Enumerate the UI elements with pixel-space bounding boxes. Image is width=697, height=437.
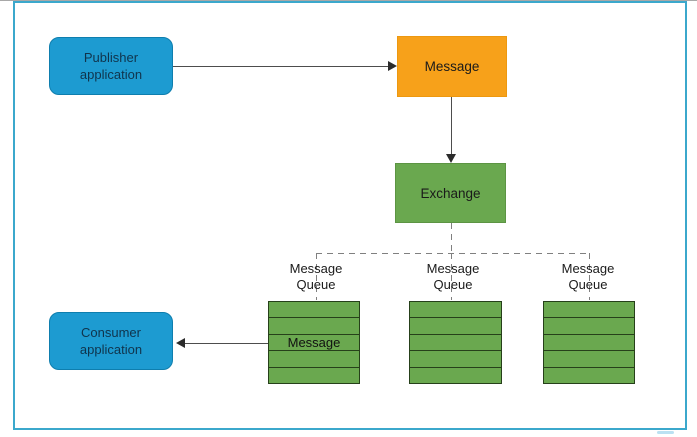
message-node: Message <box>397 36 507 97</box>
queue-slot <box>410 302 501 319</box>
publisher-application-node: Publisher application <box>49 37 173 95</box>
top-edge-line <box>0 0 697 1</box>
queue-slot-message: Message <box>269 335 359 352</box>
queue-slot <box>410 351 501 368</box>
message-queue-2 <box>409 301 502 384</box>
queue-slot <box>544 351 634 368</box>
message-queue-3 <box>543 301 635 384</box>
exchange-node-label: Exchange <box>420 185 481 201</box>
queue-slot <box>544 335 634 352</box>
consumer-application-label: Consumer application <box>79 325 143 357</box>
message-queue-1: Message <box>268 301 360 384</box>
queue-slot <box>269 302 359 319</box>
message-node-label: Message <box>424 59 480 74</box>
queue-3-label: Message Queue <box>561 261 615 292</box>
queue-slot <box>269 368 359 383</box>
dashed-drop-queue-3 <box>588 253 591 300</box>
queue-slot <box>544 318 634 335</box>
dashed-routing-bus <box>316 252 590 255</box>
arrowhead-left-icon <box>176 338 185 348</box>
arrowhead-down-icon <box>446 154 456 163</box>
queue-slot <box>544 368 634 383</box>
queue-slot <box>410 335 501 352</box>
queue-1-label: Message Queue <box>289 261 343 292</box>
dashed-drop-queue-2 <box>450 253 453 300</box>
cursor-artifact-icon <box>657 431 674 434</box>
consumer-application-node: Consumer application <box>49 312 173 370</box>
slide-frame-border <box>13 1 687 430</box>
publisher-to-message-connector <box>173 65 389 67</box>
queue-to-consumer-connector <box>180 342 268 344</box>
exchange-dashed-stem <box>450 223 453 253</box>
arrowhead-right-icon <box>388 61 397 71</box>
publisher-application-label: Publisher application <box>79 50 143 82</box>
queue-2-label: Message Queue <box>426 261 480 292</box>
message-to-exchange-connector <box>450 97 452 155</box>
dashed-drop-queue-1 <box>315 253 318 300</box>
queue-slot <box>269 351 359 368</box>
queue-slot <box>269 318 359 335</box>
exchange-node: Exchange <box>395 163 506 223</box>
queue-slot <box>410 368 501 383</box>
queue-slot <box>544 302 634 319</box>
queue-slot <box>410 318 501 335</box>
